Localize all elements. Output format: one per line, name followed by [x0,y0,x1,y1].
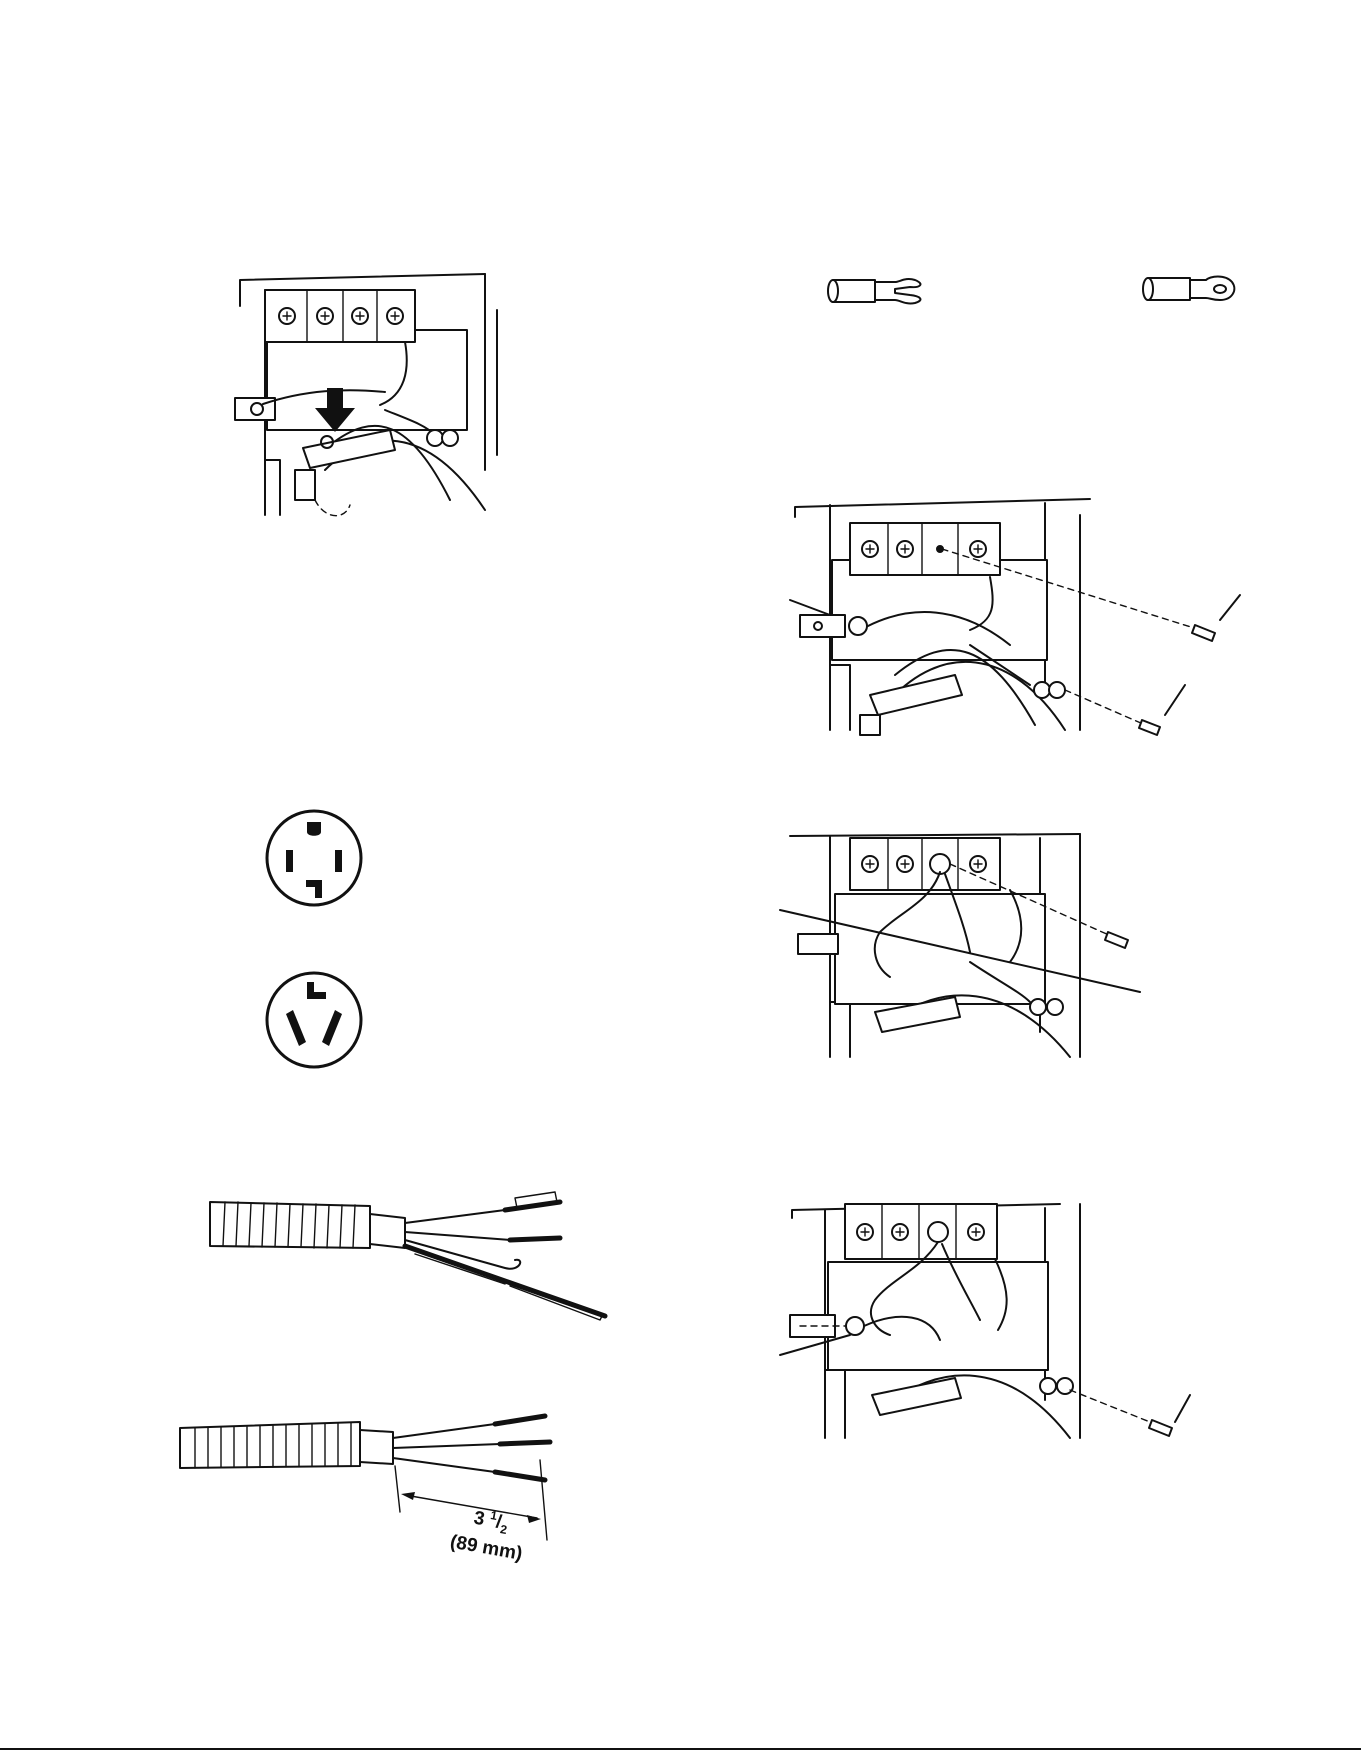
leader-line [790,600,830,615]
strip-length-metric: (89 mm) [448,1532,523,1565]
conductor [393,1444,500,1448]
ring-terminal [427,430,443,446]
conductor [393,1424,495,1438]
strip-length-numerator: 1 [489,1508,498,1523]
screw-icon [1149,1395,1190,1436]
screw-icon [1139,685,1185,735]
four-wire-cord-preparation [205,1188,615,1333]
conductor [405,1232,510,1240]
page-bottom-rule [0,1748,1361,1750]
four-wire-connection-diagram [790,495,1290,735]
cord-jacket [180,1422,360,1468]
screw-icon [1192,595,1240,641]
strip-length-label: 3 1/2 (89 mm) [448,1498,529,1566]
ring-terminal [1049,682,1065,698]
conductor [405,1246,605,1316]
strip-length-whole: 3 [472,1508,486,1531]
spade-terminal-connector [825,272,935,312]
three-wire-receptacle-icon [264,970,364,1070]
ground-wire-connection-diagram [780,1200,1230,1440]
ring-terminal [1040,1378,1056,1394]
ground-ring-terminal [846,1317,864,1335]
ring-terminal [442,430,458,446]
ground-ring-terminal [849,617,867,635]
panel-right-flange [485,274,497,470]
conductor [405,1210,505,1223]
neutral-strap-connection-diagram [780,832,1160,1057]
ring-terminal [1030,999,1046,1015]
conductor [393,1458,495,1472]
cord-jacket [210,1202,370,1248]
strip-length-denominator: 2 [499,1522,508,1537]
screw-icon [1105,932,1128,948]
four-wire-receptacle-icon [264,808,364,908]
terminal-block-clamp-diagram [235,270,525,530]
terminal-plate [267,330,467,430]
ring-terminal [1034,682,1050,698]
strain-relief-clamp [870,675,962,715]
ground-tab [798,934,838,954]
dimension-bracket [395,1466,400,1512]
strain-relief-clamp [872,1378,961,1415]
ring-terminal [1047,999,1063,1015]
strain-relief-clamp [303,430,395,468]
ring-terminal [1057,1378,1073,1394]
ring-terminal-connector [1140,270,1240,310]
